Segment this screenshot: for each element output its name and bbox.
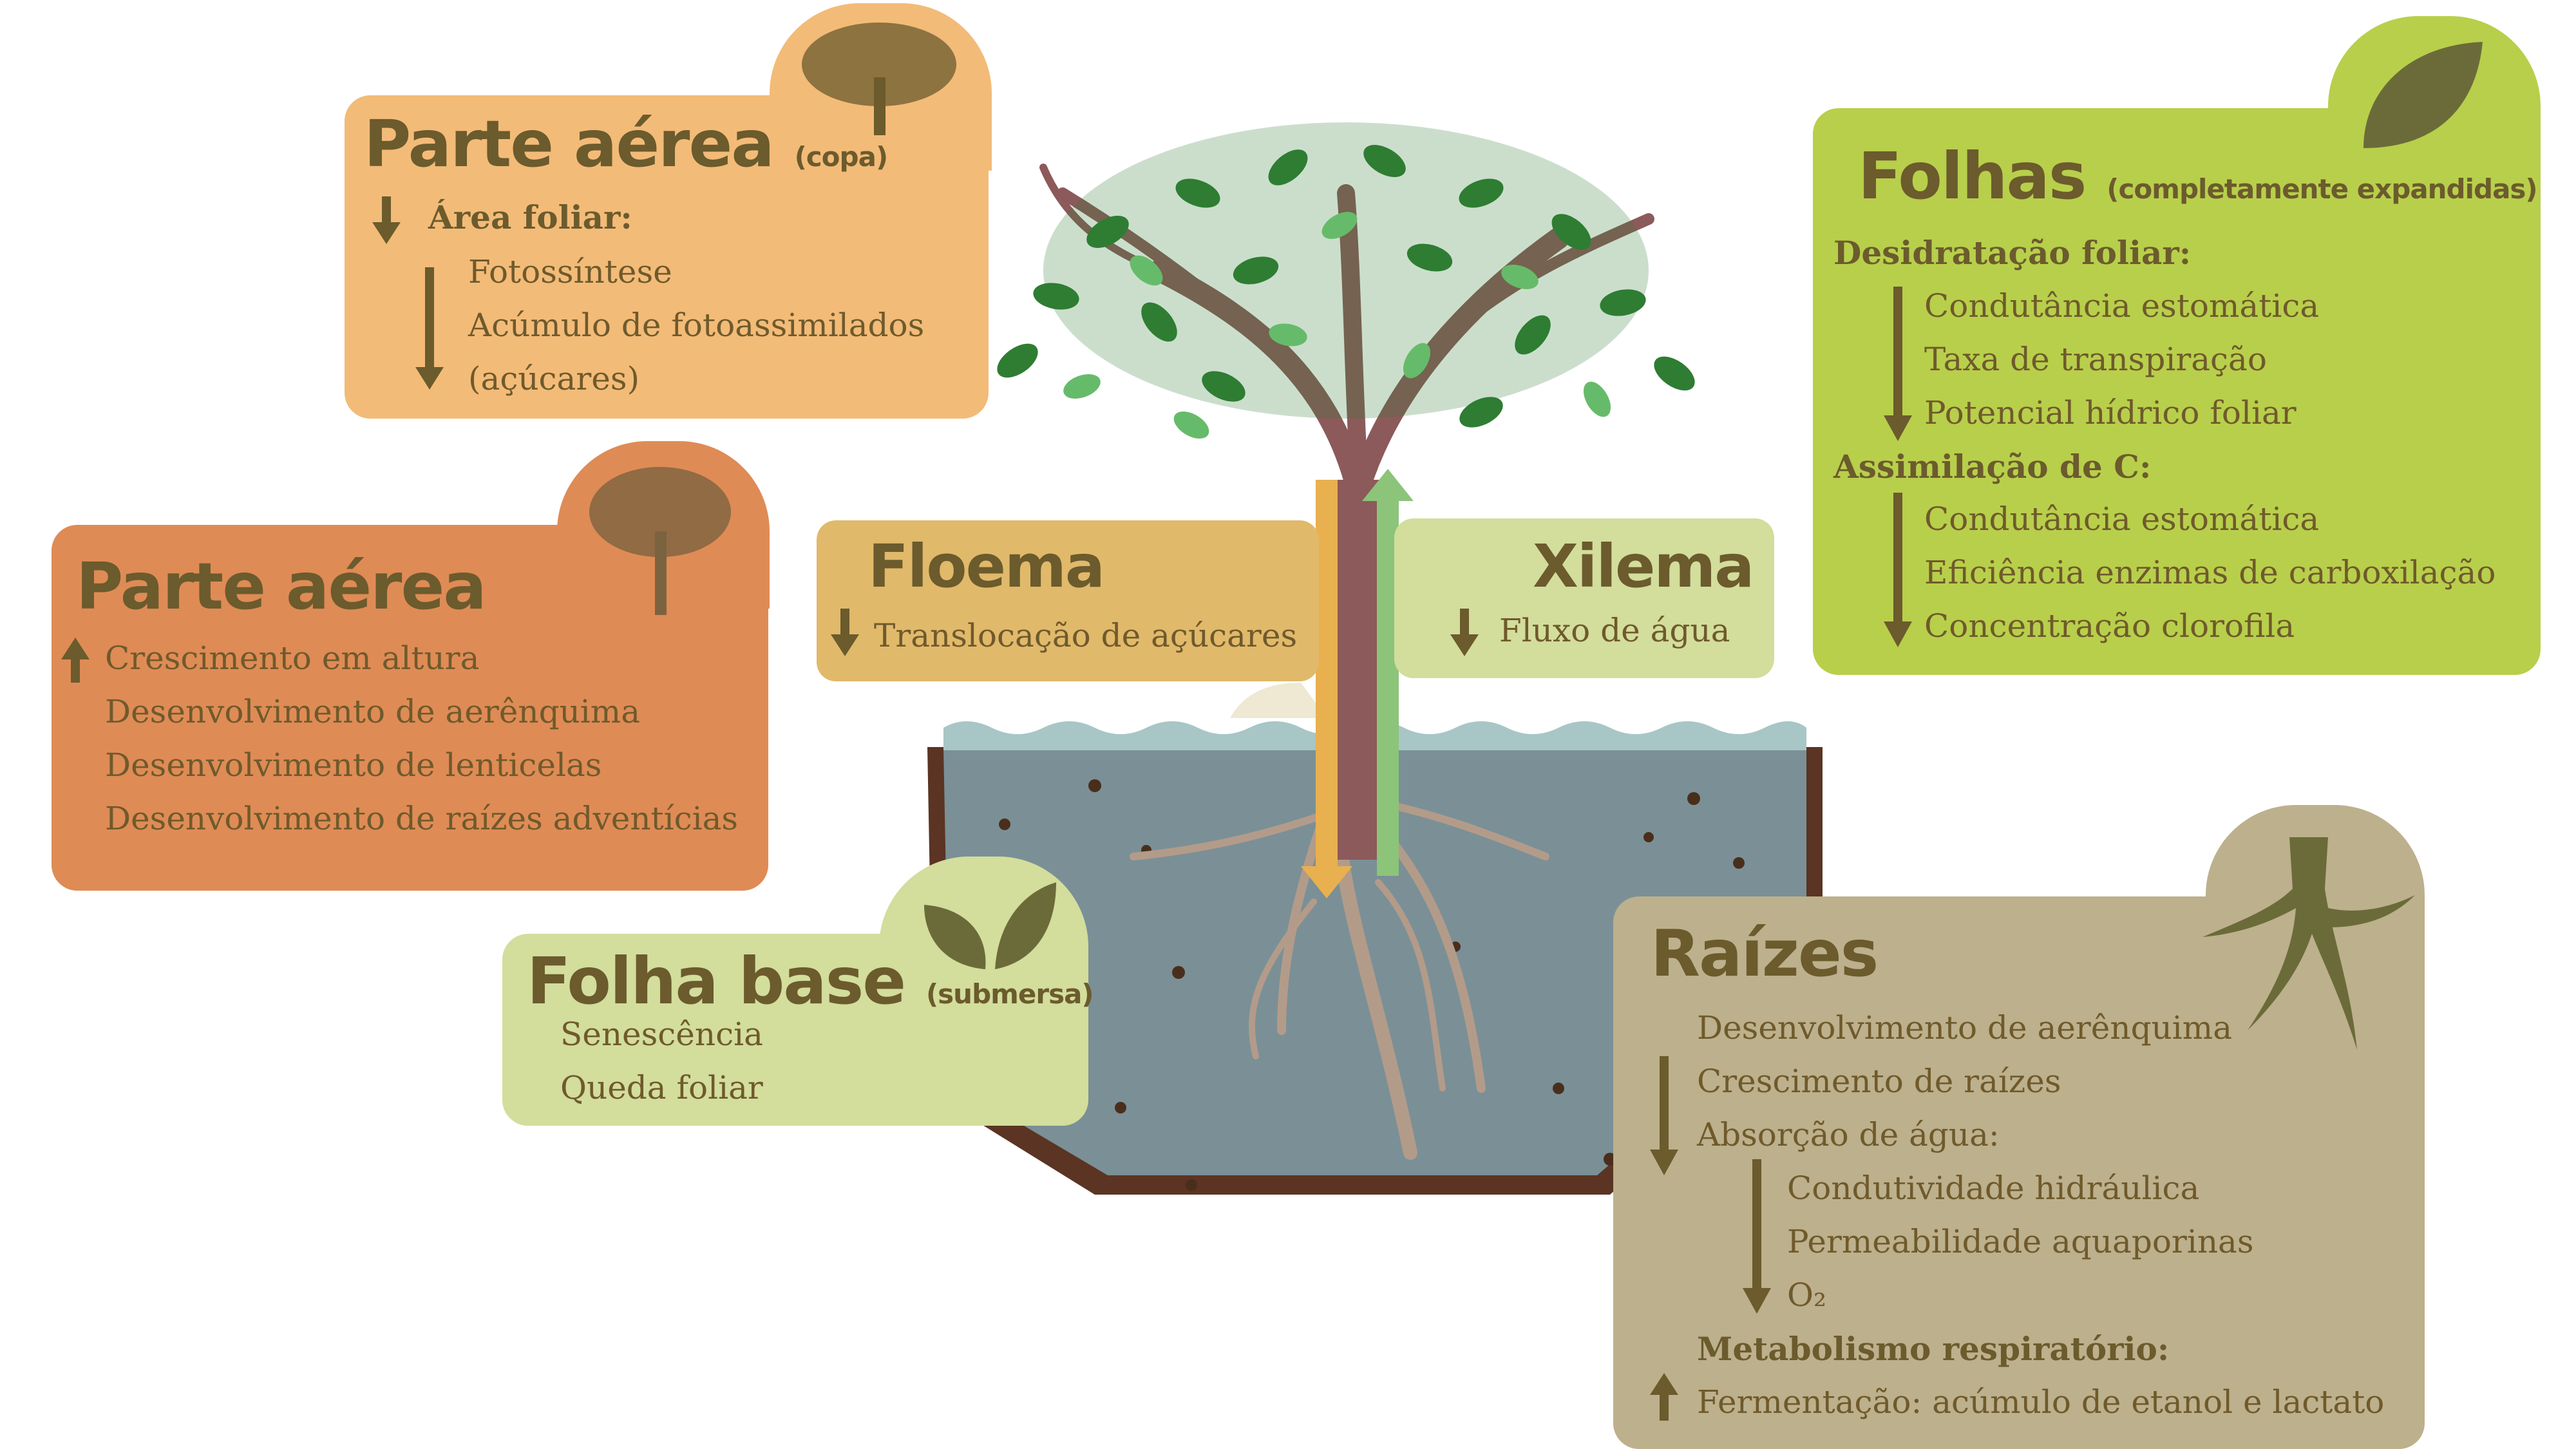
submerged-leaf bbox=[1230, 683, 1327, 718]
tree-icon bbox=[589, 467, 731, 615]
raizes-item: Crescimento de raízes bbox=[1697, 1063, 2061, 1100]
tree-canopy bbox=[997, 122, 1695, 439]
folhas-section: Desidratação foliar: bbox=[1833, 234, 2192, 272]
xilema-title: Xilema bbox=[1533, 532, 1754, 601]
folha-base-item: Senescência bbox=[560, 1016, 763, 1053]
down-arrow-icon bbox=[372, 196, 401, 244]
down-arrow-icon bbox=[415, 267, 444, 390]
folha-base-title: Folha base (submersa) bbox=[527, 943, 1094, 1019]
floema-title: Floema bbox=[868, 532, 1105, 601]
folhas-item: Condutância estomática bbox=[1924, 287, 2320, 325]
copa-item: Acúmulo de fotoassimilados bbox=[468, 307, 925, 344]
copa-item: (açúcares) bbox=[468, 360, 639, 397]
xilema-item: Fluxo de água bbox=[1499, 612, 1730, 649]
raizes-section: Metabolismo respiratório: bbox=[1697, 1330, 2170, 1368]
raizes-item: Desenvolvimento de aerênquima bbox=[1697, 1009, 2233, 1046]
phloem-arrow bbox=[1301, 480, 1352, 898]
parte-aerea-item: Crescimento em altura bbox=[105, 639, 480, 677]
tree-branches bbox=[1039, 164, 1654, 507]
folhas-item: Taxa de transpiração bbox=[1924, 341, 2267, 378]
folhas-title: Folhas (completamente expandidas) bbox=[1858, 138, 2538, 214]
raizes-subitem: O₂ bbox=[1787, 1276, 1827, 1314]
root-icon bbox=[2202, 837, 2415, 1050]
raizes-item: Absorção de água: bbox=[1697, 1116, 2000, 1153]
floema-item: Translocação de açúcares bbox=[874, 617, 1298, 654]
down-arrow-icon bbox=[1450, 609, 1479, 656]
up-arrow-icon bbox=[1650, 1373, 1678, 1421]
raizes-subitem: Condutividade hidráulica bbox=[1787, 1170, 2200, 1207]
raizes-subitem: Permeabilidade aquaporinas bbox=[1787, 1223, 2254, 1260]
up-arrow-icon bbox=[61, 638, 90, 683]
raizes-title: Raízes bbox=[1651, 916, 1879, 991]
folhas-item: Potencial hídrico foliar bbox=[1924, 394, 2297, 431]
parte-aerea-item: Desenvolvimento de raízes adventícias bbox=[105, 800, 739, 837]
raizes-last: Fermentação: acúmulo de etanol e lactato bbox=[1697, 1383, 2385, 1421]
folha-base-item: Queda foliar bbox=[560, 1069, 763, 1106]
copa-title: Parte aérea (copa) bbox=[364, 106, 888, 182]
copa-item: Fotossíntese bbox=[468, 253, 672, 290]
down-arrow-icon bbox=[1650, 1056, 1678, 1175]
down-arrow-icon bbox=[1884, 493, 1912, 647]
copa-section: Área foliar: bbox=[428, 198, 632, 236]
tree-icon bbox=[802, 23, 956, 135]
leaf-icon bbox=[2363, 42, 2483, 148]
down-arrow-icon bbox=[1743, 1159, 1771, 1314]
down-arrow-icon bbox=[831, 609, 859, 656]
leaves-icon bbox=[924, 882, 1056, 969]
folhas-item: Eficiência enzimas de carboxilação bbox=[1924, 554, 2496, 591]
folhas-section: Assimilação de C: bbox=[1833, 448, 2152, 486]
folhas-item: Concentração clorofila bbox=[1924, 607, 2295, 645]
parte-aerea-item: Desenvolvimento de lenticelas bbox=[105, 746, 602, 784]
folhas-item: Condutância estomática bbox=[1924, 500, 2320, 538]
parte-aerea-title: Parte aérea bbox=[76, 549, 487, 624]
parte-aerea-item: Desenvolvimento de aerênquima bbox=[105, 693, 641, 730]
down-arrow-icon bbox=[1884, 287, 1912, 441]
